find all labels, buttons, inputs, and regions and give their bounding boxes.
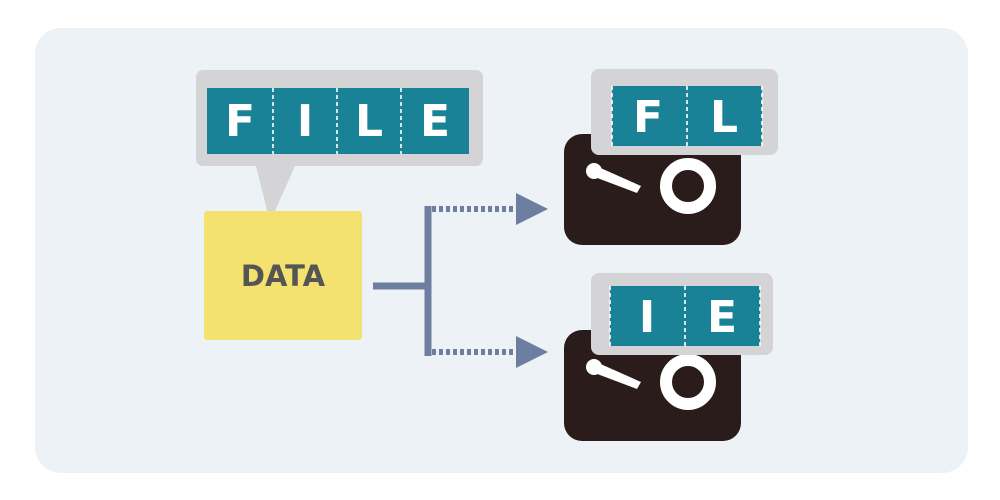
source-letter: F [225,96,255,147]
data-block-shape [204,211,362,340]
output-camera-top: F L [564,69,778,245]
camera-pointer [592,166,641,193]
source-file-bubble: F I L E [196,70,483,222]
diagram-background-panel [35,28,968,473]
source-letter: I [297,96,313,147]
output-letter: E [707,292,737,343]
source-file-tiles [207,88,469,154]
split-connector [373,193,548,368]
source-letter: E [420,96,450,147]
output-letter: F [633,92,663,143]
data-block: DATA [204,211,362,340]
source-letter: L [355,96,383,147]
camera-lens [660,354,716,410]
camera-pointer [592,362,641,389]
arrowhead-bottom [516,336,548,368]
output-camera-bottom: I E [564,273,773,441]
output-letter: I [639,292,655,343]
camera-lens [660,158,716,214]
data-block-label: DATA [241,259,326,293]
output-letter: L [710,92,738,143]
arrowhead-top [516,193,548,225]
